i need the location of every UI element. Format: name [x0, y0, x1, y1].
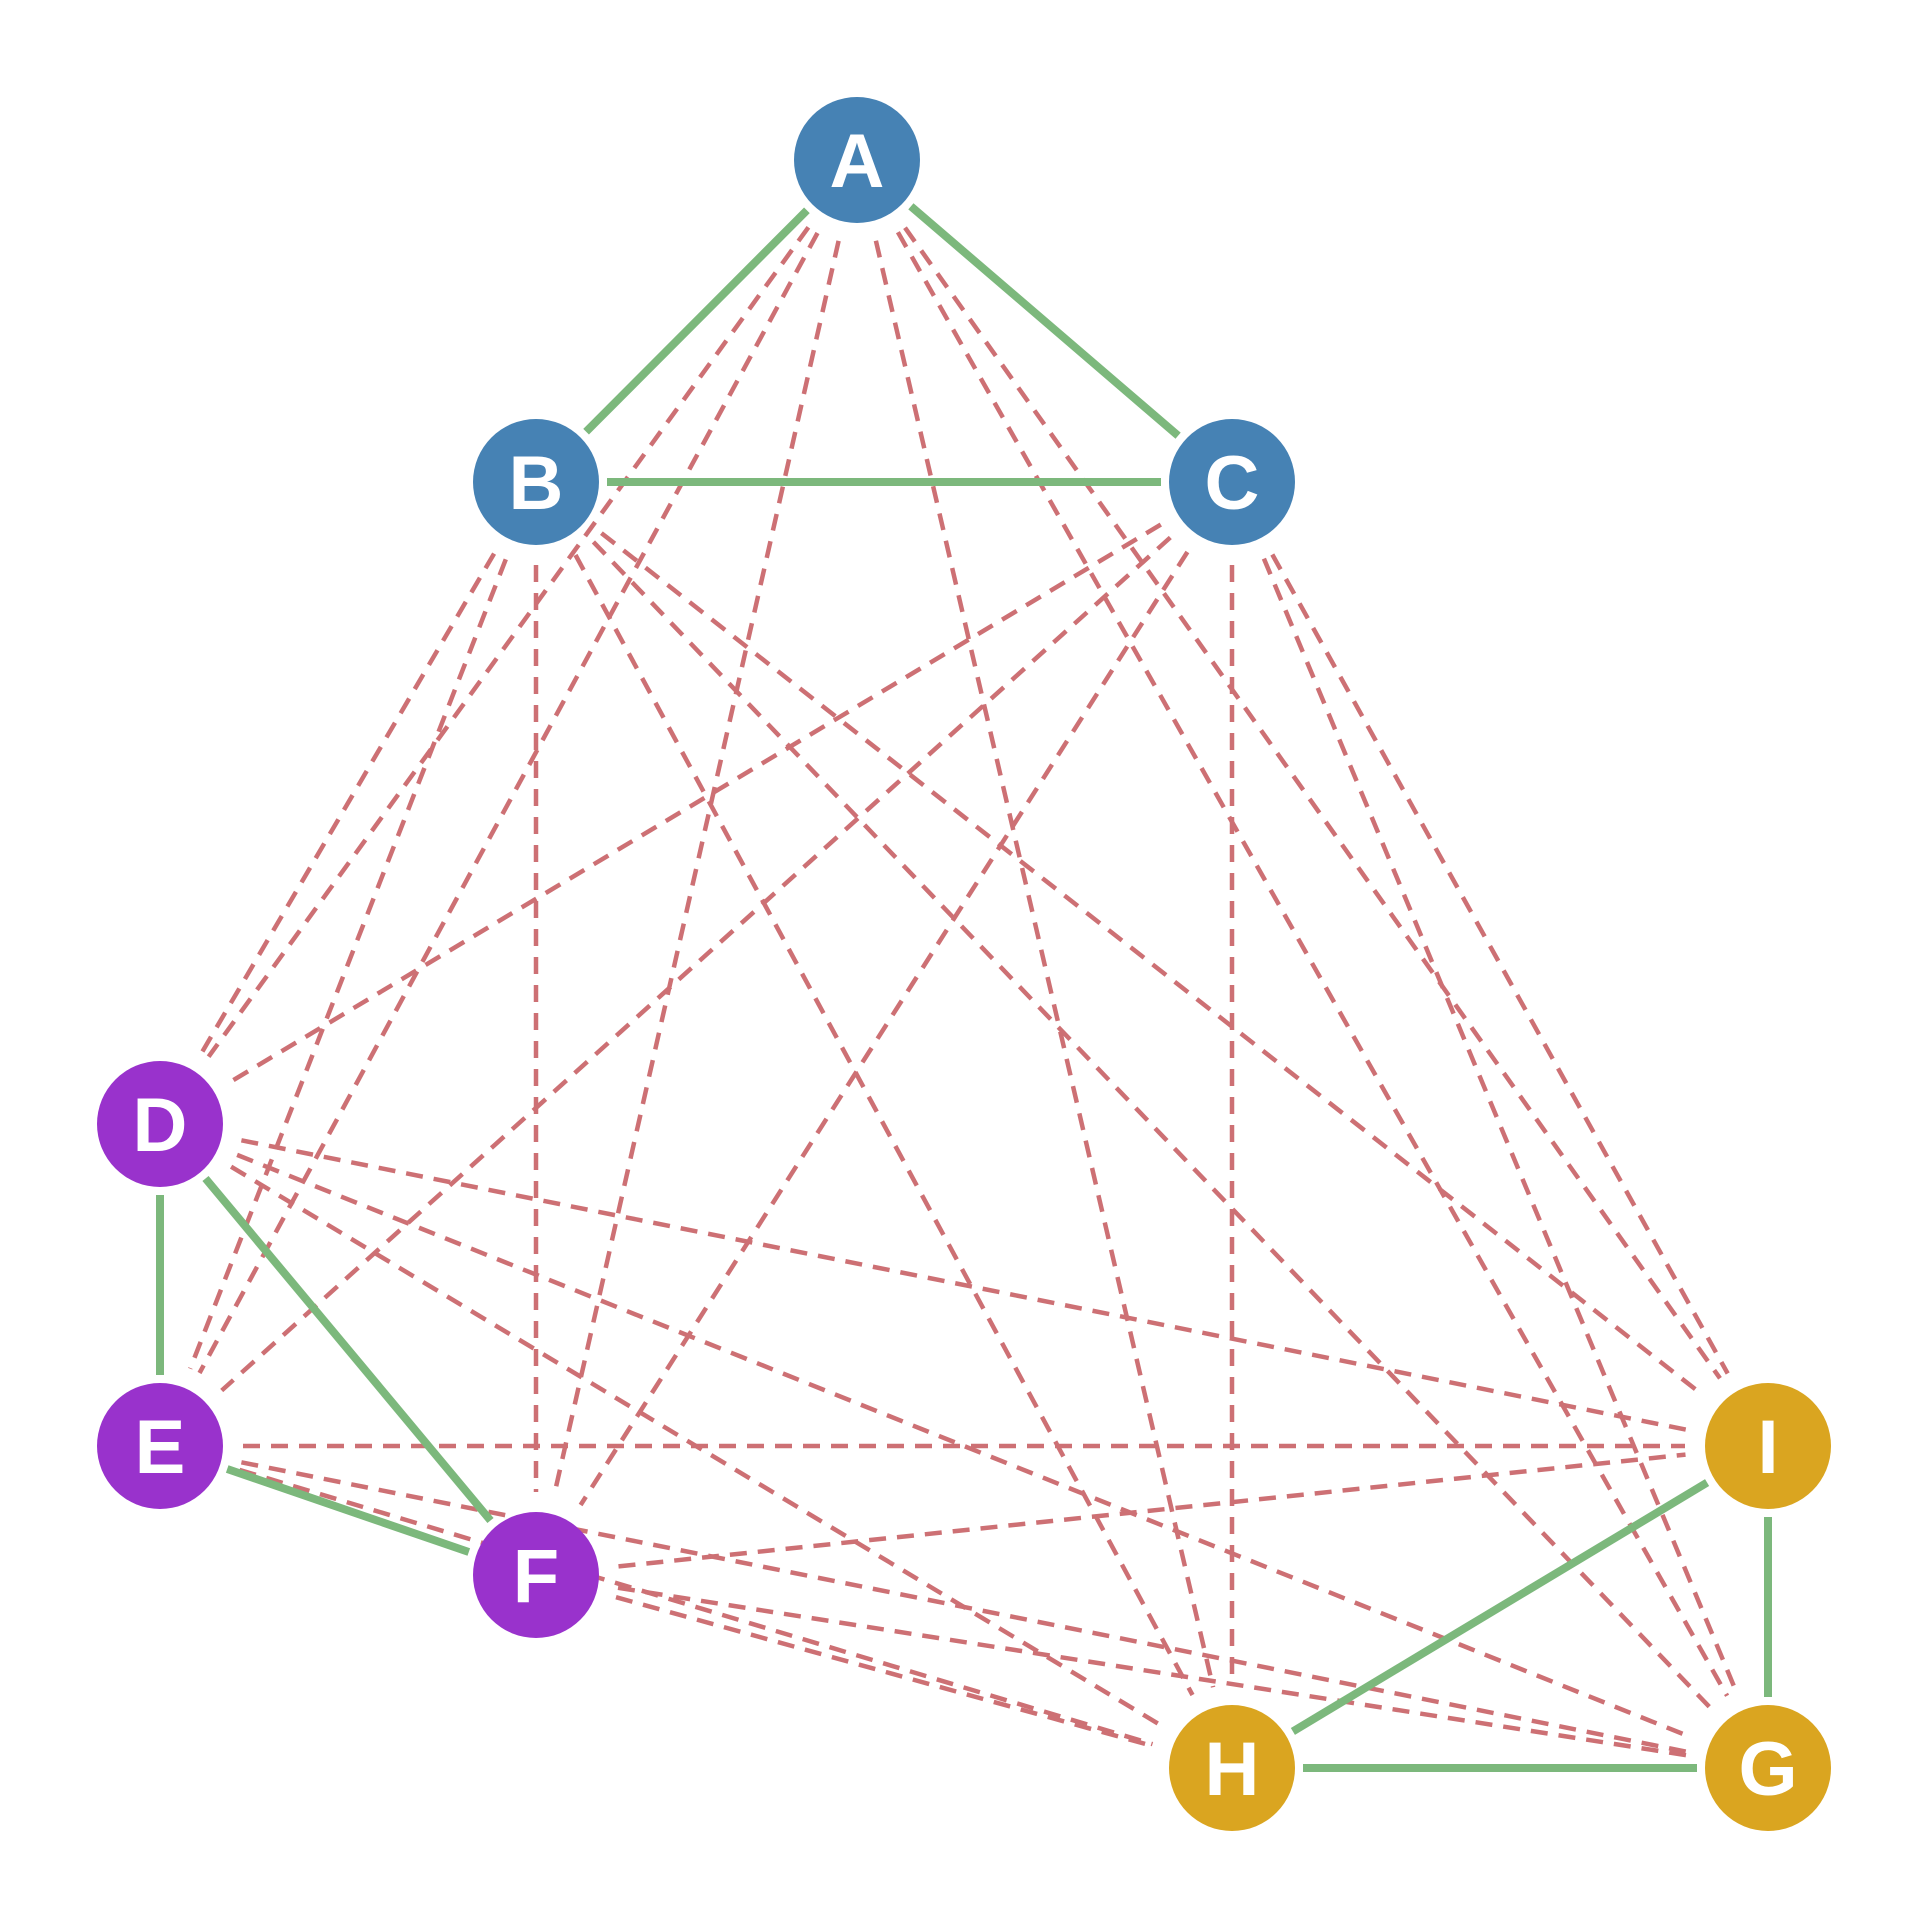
node-label: B	[509, 441, 564, 526]
node-b: B	[473, 419, 599, 545]
solid-edge-e-f	[225, 1465, 471, 1556]
dashed-edge-e-g	[240, 1460, 1688, 1754]
node-label: E	[135, 1405, 186, 1490]
node-h: H	[1169, 1705, 1295, 1831]
node-circle	[473, 1512, 599, 1638]
node-e: E	[97, 1383, 223, 1509]
node-g: G	[1705, 1705, 1831, 1831]
node-circle	[794, 97, 920, 223]
node-i: I	[1705, 1383, 1831, 1509]
node-label: I	[1757, 1405, 1778, 1490]
node-circle	[1705, 1383, 1831, 1509]
dashed-edge-f-g	[617, 1585, 1687, 1758]
node-label: H	[1205, 1727, 1260, 1812]
dashed-edge-b-h	[573, 553, 1195, 1697]
solid-edge-h-i	[1290, 1479, 1710, 1735]
dashed-edge-b-g	[591, 540, 1713, 1710]
solid-edges-layer	[156, 203, 1772, 1772]
node-label: F	[513, 1534, 559, 1619]
node-circle	[1169, 1705, 1295, 1831]
dashed-edge-f-i	[618, 1452, 1686, 1569]
dashed-edge-f-h	[615, 1595, 1153, 1748]
dashed-edge-c-d	[230, 522, 1162, 1084]
node-f: F	[473, 1512, 599, 1638]
dashed-edge-a-i	[903, 226, 1722, 1380]
dashed-edge-b-d	[199, 552, 497, 1054]
solid-edge-a-c	[908, 203, 1181, 439]
node-d: D	[97, 1061, 223, 1187]
dashed-edge-b-i	[600, 531, 1704, 1397]
dashed-edge-d-g	[236, 1152, 1692, 1740]
dashed-edge-a-g	[895, 231, 1730, 1697]
node-circle	[97, 1061, 223, 1187]
node-label: C	[1205, 441, 1260, 526]
dashed-edge-c-f	[578, 550, 1190, 1507]
dashed-edge-e-h	[238, 1467, 1154, 1747]
dashed-edge-a-d	[206, 225, 811, 1059]
solid-edge-d-f	[202, 1175, 494, 1524]
dashed-edge-a-f	[552, 240, 841, 1495]
dashed-edges-layer	[188, 225, 1739, 1758]
dashed-edge-c-i	[1270, 553, 1730, 1375]
node-c: C	[1169, 419, 1295, 545]
node-circle	[1705, 1705, 1831, 1831]
node-label: G	[1738, 1727, 1797, 1812]
dashed-edge-b-e	[188, 558, 508, 1370]
node-label: A	[830, 119, 885, 204]
node-label: D	[133, 1083, 188, 1168]
node-circle	[473, 419, 599, 545]
solid-edge-a-b	[583, 207, 810, 435]
dashed-edge-a-h	[873, 240, 1216, 1688]
dashed-edge-c-e	[220, 535, 1172, 1393]
nodes-layer: A B C D E F G H I	[97, 97, 1831, 1831]
dashed-edge-d-i	[240, 1138, 1688, 1432]
dashed-edge-c-g	[1261, 557, 1739, 1693]
node-circle	[1169, 419, 1295, 545]
node-circle	[97, 1383, 223, 1509]
node-a: A	[794, 97, 920, 223]
